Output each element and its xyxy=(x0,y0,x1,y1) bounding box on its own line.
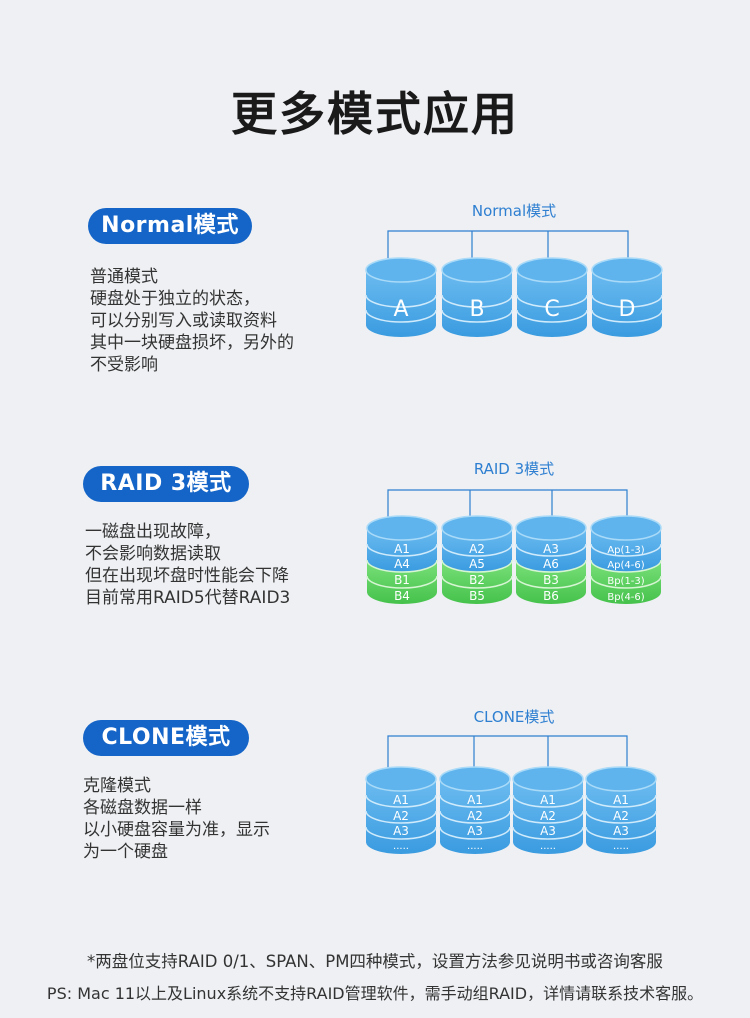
block-label: B5 xyxy=(469,589,485,603)
block-label: A3 xyxy=(540,824,556,838)
block-label: A2 xyxy=(393,809,409,823)
raid3-diagram: RAID 3模式 A1 A4 B1 B4 A2 A5 B2 B5 xyxy=(366,460,662,604)
block-label: Ap(1-3) xyxy=(607,545,644,556)
block-label: A5 xyxy=(469,557,485,571)
block-label: A1 xyxy=(394,542,410,556)
block-label: Ap(4-6) xyxy=(607,560,644,571)
clone-mode-description: 克隆模式 各磁盘数据一样 以小硬盘容量为准，显示 为一个硬盘 xyxy=(83,775,270,863)
desc-line: 一磁盘出现故障， xyxy=(85,522,221,542)
disk: A1 A4 B1 B4 xyxy=(366,515,438,604)
normal-mode-description: 普通模式 硬盘处于独立的状态， 可以分别写入或读取资料 其中一块硬盘损坏，另外的… xyxy=(90,266,294,376)
block-label: B4 xyxy=(394,589,410,603)
desc-line: 可以分别写入或读取资料 xyxy=(90,311,277,331)
clone-diagram-label: CLONE模式 xyxy=(474,708,555,726)
disk-label: A xyxy=(393,297,408,322)
disk: A3 A6 B3 B6 xyxy=(515,515,587,604)
block-label: ..... xyxy=(540,841,556,852)
disk: A1 A2 A3 ..... xyxy=(365,766,437,854)
block-label: B3 xyxy=(543,573,559,587)
desc-line: 以小硬盘容量为准，显示 xyxy=(83,820,270,840)
block-label: ..... xyxy=(613,841,629,852)
block-label: A2 xyxy=(540,809,556,823)
connector-lines xyxy=(387,230,629,258)
desc-line: 不受影响 xyxy=(90,355,158,375)
block-label: A3 xyxy=(393,824,409,838)
desc-line: 硬盘处于独立的状态， xyxy=(90,289,260,309)
block-label: B1 xyxy=(394,573,410,587)
desc-line: 为一个硬盘 xyxy=(83,842,168,862)
block-label: B6 xyxy=(543,589,559,603)
footer-note: *两盘位支持RAID 0/1、SPAN、PM四种模式，设置方法参见说明书或咨询客… xyxy=(87,952,663,971)
desc-line: 但在出现坏盘时性能会下降 xyxy=(85,566,289,586)
disk: C xyxy=(516,257,588,337)
block-label: A1 xyxy=(467,793,483,807)
desc-line: 目前常用RAID5代替RAID3 xyxy=(85,588,291,608)
footer-ps: PS: Mac 11以上及Linux系统不支持RAID管理软件，需手动组RAID… xyxy=(46,984,704,1003)
raid3-mode-description: 一磁盘出现故障， 不会影响数据读取 但在出现坏盘时性能会下降 目前常用RAID5… xyxy=(85,521,290,609)
block-label: ..... xyxy=(393,841,409,852)
disk: A2 A5 B2 B5 xyxy=(441,515,513,604)
block-label: A2 xyxy=(613,809,629,823)
normal-mode-badge: Normal模式 xyxy=(88,208,252,244)
desc-line: 其中一块硬盘损坏，另外的 xyxy=(90,333,294,353)
disk: A1 A2 A3 ..... xyxy=(512,766,584,854)
disk-label: B xyxy=(469,297,484,322)
desc-line: 不会影响数据读取 xyxy=(85,544,221,564)
disk: Ap(1-3) Ap(4-6) Bp(1-3) Bp(4-6) xyxy=(590,515,662,604)
connector-lines xyxy=(387,735,628,768)
disk: A1 A2 A3 ..... xyxy=(439,766,511,854)
desc-line: 各磁盘数据一样 xyxy=(83,798,202,818)
desc-line: 普通模式 xyxy=(90,267,158,287)
clone-diagram: CLONE模式 A1 A2 A3 ..... A1 A2 A3 ..... xyxy=(365,708,657,854)
block-label: A3 xyxy=(543,542,559,556)
block-label: A3 xyxy=(613,824,629,838)
block-label: A2 xyxy=(467,809,483,823)
normal-diagram-label: Normal模式 xyxy=(472,202,556,220)
block-label: A1 xyxy=(540,793,556,807)
block-label: ..... xyxy=(467,841,483,852)
disk-label: D xyxy=(619,297,636,322)
block-label: Bp(4-6) xyxy=(607,592,644,603)
block-label: A3 xyxy=(467,824,483,838)
disk: A xyxy=(365,257,437,337)
disk: D xyxy=(591,257,663,337)
block-label: A4 xyxy=(394,557,410,571)
block-label: A1 xyxy=(613,793,629,807)
clone-mode-badge: CLONE模式 xyxy=(83,720,249,756)
page-title: 更多模式应用 xyxy=(231,87,519,141)
connector-lines xyxy=(387,489,628,518)
disk: A1 A2 A3 ..... xyxy=(585,766,657,854)
normal-diagram: Normal模式 A B C D xyxy=(365,202,663,337)
block-label: Bp(1-3) xyxy=(607,576,644,587)
block-label: A2 xyxy=(469,542,485,556)
raid3-mode-badge: RAID 3模式 xyxy=(83,466,249,502)
disk-label: C xyxy=(544,297,559,322)
block-label: B2 xyxy=(469,573,485,587)
disk: B xyxy=(441,257,513,337)
block-label: A6 xyxy=(543,557,559,571)
block-label: A1 xyxy=(393,793,409,807)
desc-line: 克隆模式 xyxy=(83,776,151,796)
raid3-diagram-label: RAID 3模式 xyxy=(474,460,554,478)
